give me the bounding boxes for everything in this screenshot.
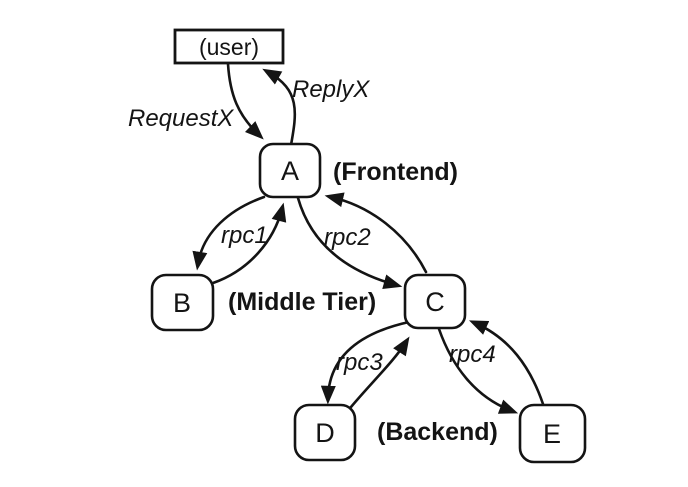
backend-tier-label: (Backend) [377, 418, 498, 446]
node-b-box [150, 273, 215, 332]
rpc3-return-arrow-d-to-c [349, 336, 410, 409]
node-b-label: B [173, 288, 191, 318]
node-b: B [150, 273, 215, 332]
rpc2-arrow-a-to-c [296, 196, 403, 289]
node-e-box [518, 403, 587, 464]
middle-tier-label: (Middle Tier) [228, 288, 376, 316]
rpc4-edge-label: rpc4 [449, 341, 496, 368]
node-c-box [403, 273, 467, 330]
user-box [173, 28, 285, 65]
reply-edge-label: ReplyX [292, 76, 370, 103]
frontend-tier-label: (Frontend) [333, 158, 458, 186]
reply-arrow-a-to-user [262, 68, 297, 147]
node-user: (user) [173, 28, 285, 65]
rpc2-edge-label: rpc2 [324, 224, 371, 251]
request-arrow-user-to-a [226, 62, 264, 140]
node-a-box [258, 142, 322, 199]
rpc4-arrow-c-to-e [437, 327, 519, 414]
rpc3-arrow-c-to-d [320, 320, 411, 405]
rpc4-return-arrow-e-to-c [468, 320, 545, 406]
node-d: D [293, 403, 357, 462]
node-d-label: D [315, 418, 335, 448]
rpc1-arrow-a-to-b [192, 195, 266, 271]
node-c-label: C [425, 287, 445, 317]
rpc3-edge-label: rpc3 [336, 349, 383, 376]
node-e-label: E [543, 419, 561, 449]
request-edge-label: RequestX [128, 105, 234, 132]
rpc1-return-arrow-b-to-a [211, 202, 287, 285]
node-a: A [258, 142, 322, 199]
node-e: E [518, 403, 587, 464]
node-d-box [293, 403, 357, 462]
rpc2-return-arrow-c-to-a [324, 192, 428, 274]
rpc1-edge-label: rpc1 [221, 222, 268, 249]
node-a-label: A [281, 156, 299, 186]
node-c: C [403, 273, 467, 330]
user-label: (user) [199, 34, 259, 60]
